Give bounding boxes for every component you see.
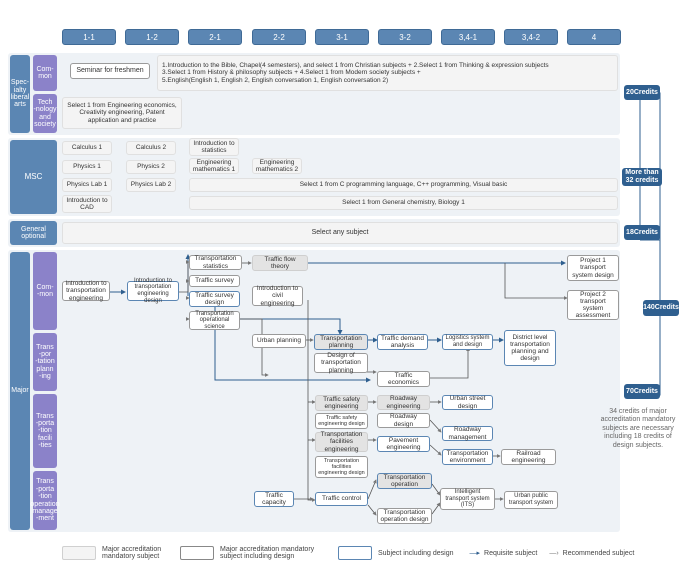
subcat-technology: Tech -nology and society — [33, 94, 57, 133]
traffic-flow-theory: Traffic flow theory — [252, 255, 308, 271]
general-any: Select any subject — [62, 222, 618, 244]
transport-planning: Transportation planning — [314, 334, 368, 350]
calculus-2: Calculus 2 — [126, 141, 176, 155]
roadway-eng: Roadway engineering — [377, 395, 430, 410]
category-general: General optional — [10, 221, 57, 245]
major-credit-note: 34 credits of major accreditation mandat… — [600, 408, 676, 449]
intro-statistics: Introduction to statistics — [189, 138, 239, 156]
transport-operation: Transportation operation — [377, 473, 432, 489]
legend-mandatory-design-swatch — [180, 546, 214, 560]
credits-140: 140Credits — [643, 300, 679, 316]
roadway-design: Roadway design — [377, 413, 430, 428]
category-major: Major — [10, 252, 30, 530]
semester-header: 3-1 — [315, 29, 369, 45]
liberal-tech-text: Select 1 from Engineering economics, Cre… — [62, 97, 182, 129]
seminar-freshmen: Seminar for freshmen — [70, 63, 150, 79]
subcat-major-common: Com- -mon — [33, 252, 57, 330]
transport-facilities-eng: Transportation facilities engineering — [315, 431, 368, 453]
district-planning: District level transportation planning a… — [504, 330, 556, 366]
legend-mandatory-design-label: Major accreditation mandatory subject in… — [220, 546, 315, 560]
legend-recommended-arrow: —› — [549, 549, 559, 557]
logistics-system: Logistics system and design — [442, 334, 493, 350]
semester-header: 1-1 — [62, 29, 116, 45]
subcat-common: Com- mon — [33, 55, 57, 91]
roadway-management: Roadway management — [442, 426, 493, 441]
subcat-facilities: Trans -porta -tion facili -ties — [33, 394, 57, 468]
transport-statistics: Transportation statistics — [189, 255, 242, 270]
intro-transport-eng: Introduction to transportation engineeri… — [62, 280, 110, 302]
semester-header: 2-1 — [188, 29, 242, 45]
transport-ops-science: Transportation operational science — [189, 311, 240, 330]
subcat-operation: Trans -porta -tion operation manage -men… — [30, 471, 60, 530]
urban-planning: Urban planning — [252, 334, 306, 348]
semester-header: 3,4-1 — [441, 29, 495, 45]
eng-math-2: Engineering mathematics 2 — [252, 158, 302, 174]
legend-design-swatch — [338, 546, 372, 560]
calculus-1: Calculus 1 — [62, 141, 112, 155]
credits-18: 18Credits — [624, 225, 660, 240]
intro-transport-eng-design: Introduction to transportation engineeri… — [127, 278, 179, 304]
intro-cad: Introduction to CAD — [62, 195, 112, 213]
traffic-safety-eng-design: Traffic safety engineering design — [315, 413, 368, 429]
programming-select: Select 1 from C programming language, C+… — [189, 178, 618, 192]
category-liberal: Spec- ialty liberal arts — [10, 55, 30, 133]
legend: Major accreditation mandatory subject Ma… — [62, 543, 672, 563]
legend-requisite-label: Requisite subject — [484, 549, 538, 557]
traffic-survey-design: Traffic survey design — [189, 291, 240, 307]
credits-70: 70Credits — [624, 384, 660, 399]
traffic-economics: Traffic economics — [377, 371, 430, 387]
pavement-eng: Pavement engineering — [377, 436, 430, 452]
semester-header: 3-2 — [378, 29, 432, 45]
chemistry-select: Select 1 from General chemistry, Biology… — [189, 196, 618, 210]
semester-header: 1-2 — [125, 29, 179, 45]
liberal-common-text: 1.Introduction to the Bible, Chapel(4 se… — [157, 55, 618, 91]
design-transport-planning: Design of transportation planning — [314, 352, 368, 374]
physics-lab-2: Physics Lab 2 — [126, 178, 176, 192]
major-band — [8, 250, 620, 532]
intro-civil-eng: Introduction to civil engineering — [252, 285, 303, 307]
traffic-control: Traffic control — [315, 492, 368, 506]
credits-20: 20Credits — [624, 85, 660, 100]
legend-design-label: Subject including design — [378, 549, 454, 557]
traffic-capacity: Traffic capacity — [254, 491, 294, 507]
category-msc: MSC — [10, 140, 57, 214]
its: Intelligent transport system (ITS) — [440, 488, 495, 510]
project-2: Project 2 transport system assessment — [567, 290, 619, 320]
project-1: Project 1 transport system design — [567, 255, 619, 281]
legend-requisite-arrow: —▸ — [469, 550, 481, 557]
traffic-demand-analysis: Traffic demand analysis — [377, 334, 428, 350]
traffic-safety-eng: Traffic safety engineering — [315, 395, 368, 411]
traffic-survey: Traffic survey — [189, 275, 240, 287]
legend-recommended-label: Recommended subject — [562, 549, 635, 557]
credits-32: More than 32 credits — [622, 168, 662, 186]
semester-header: 4 — [567, 29, 621, 45]
legend-mandatory-label: Major accreditation mandatory subject — [102, 546, 162, 560]
urban-public-transport: Urban public transport system — [504, 491, 558, 509]
eng-math-1: Engineering mathematics 1 — [189, 158, 239, 174]
legend-mandatory-swatch — [62, 546, 96, 560]
semester-header: 2-2 — [252, 29, 306, 45]
subcat-planning: Trans -por -tation plann -ing — [33, 333, 57, 391]
transport-facilities-eng-design: Transportation facilities engineering de… — [315, 456, 368, 478]
semester-header: 3,4-2 — [504, 29, 558, 45]
urban-street-design: Urban street design — [442, 395, 493, 410]
transport-operation-design: Transportation operation design — [377, 508, 432, 524]
physics-2: Physics 2 — [126, 160, 176, 174]
railroad-eng: Railroad engineering — [501, 449, 556, 465]
physics-lab-1: Physics Lab 1 — [62, 178, 112, 192]
transport-environment: Transportation environment — [442, 449, 493, 465]
physics-1: Physics 1 — [62, 160, 112, 174]
